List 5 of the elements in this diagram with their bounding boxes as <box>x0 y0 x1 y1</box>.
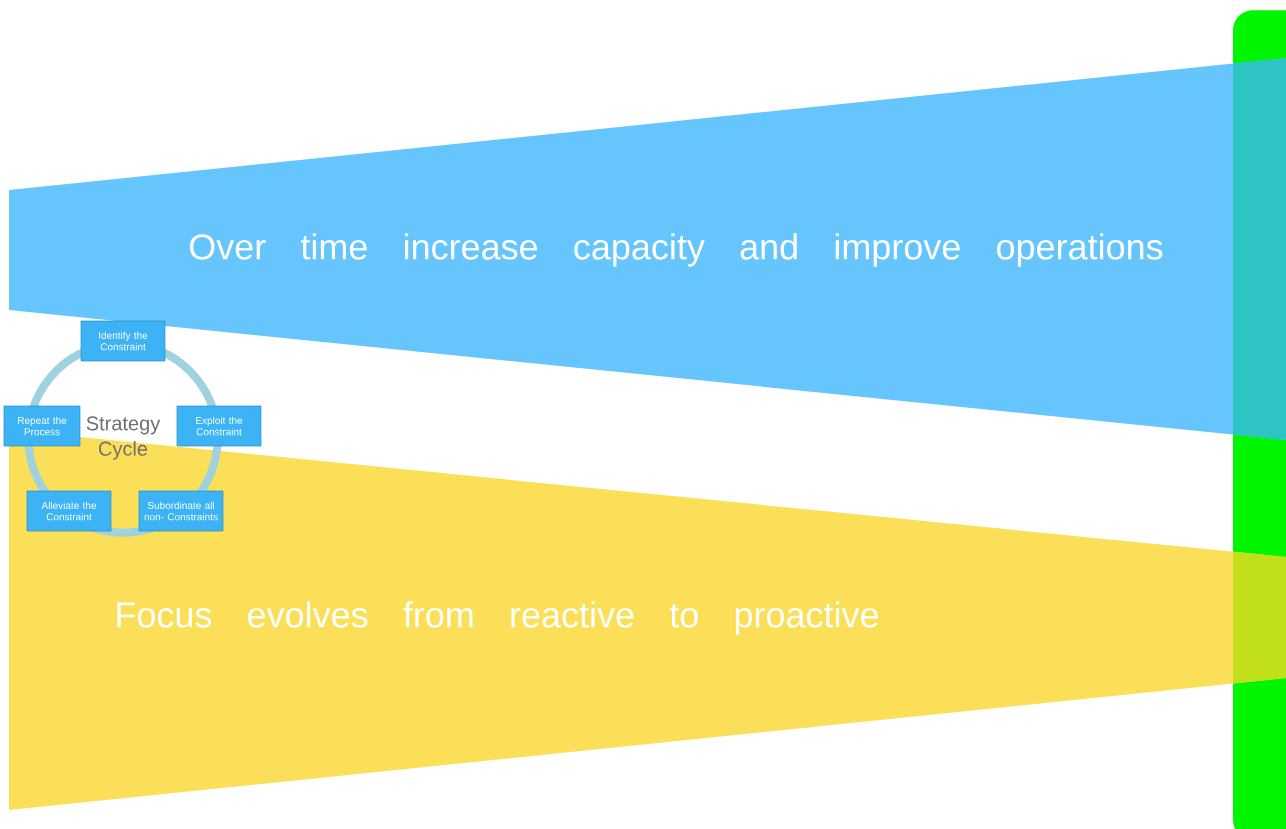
step-box: Identify the Constraint <box>80 320 166 362</box>
step-box: Exploit the Constraint <box>176 405 262 447</box>
step-box: Subordinate all non- Constraints <box>138 490 224 532</box>
step-box: Alleviate the Constraint <box>26 490 112 532</box>
step-box: Repeat the Process <box>3 405 81 447</box>
